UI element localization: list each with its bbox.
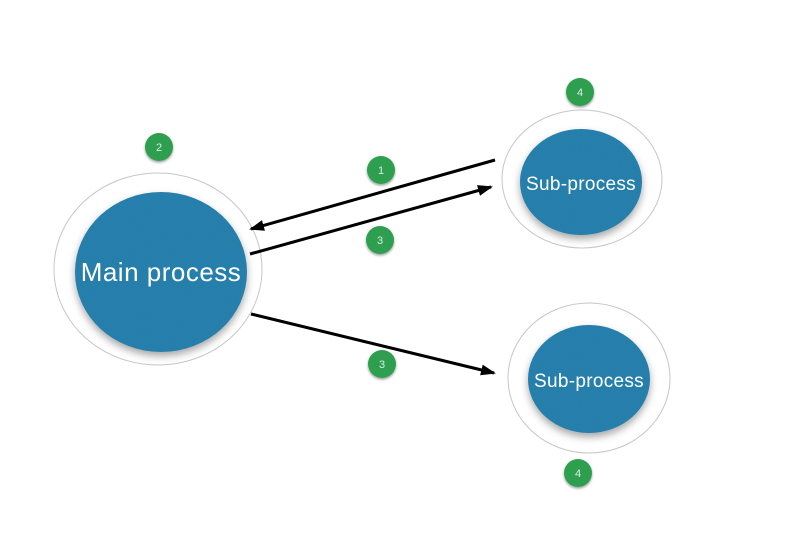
badge-label: 4 [575, 468, 581, 480]
sub-process-bottom-node: Sub-process [507, 302, 671, 454]
main-process-label: Main process [81, 257, 242, 287]
sub-process-top-label: Sub-process [526, 174, 636, 195]
sub-process-bottom-label: Sub-process [534, 371, 644, 392]
sub-process-bottom-circle-wrap [528, 325, 650, 433]
badge-circle [566, 78, 594, 106]
arrow-main-to-sub-top [249, 185, 493, 256]
sub-process-top-circle-wrap [520, 129, 642, 235]
sub-process-top-circle [520, 129, 642, 235]
main-process-circle-wrap [75, 192, 247, 352]
badge-label: 3 [377, 235, 383, 247]
badge-circle [368, 350, 396, 378]
badge-circle [564, 459, 592, 487]
sub-process-bottom-circle [528, 325, 650, 433]
badge-label: 3 [379, 359, 385, 371]
main-process-node: Main process [53, 172, 263, 366]
badge-circle [367, 156, 395, 184]
badge-label: 1 [378, 165, 384, 177]
badge-step-3-arrow-bottom: 3 [368, 350, 396, 378]
badge-step-2-main: 2 [145, 133, 173, 161]
badge-circle [145, 133, 173, 161]
badge-step-3-arrow-middle: 3 [366, 226, 394, 254]
sub-process-top-node: Sub-process [501, 109, 663, 249]
badge-label: 2 [156, 142, 162, 154]
badge-step-4-sub-bottom: 4 [564, 459, 592, 487]
main-process-circle [75, 192, 247, 352]
arrows [249, 158, 496, 376]
badge-label: 4 [577, 87, 583, 99]
badge-circle [366, 226, 394, 254]
badge-step-4-sub-top: 4 [566, 78, 594, 106]
arrow-main-to-sub-bottom [250, 312, 496, 376]
badge-step-1-arrow-top: 1 [367, 156, 395, 184]
arrow-sub-top-to-main [249, 158, 496, 231]
